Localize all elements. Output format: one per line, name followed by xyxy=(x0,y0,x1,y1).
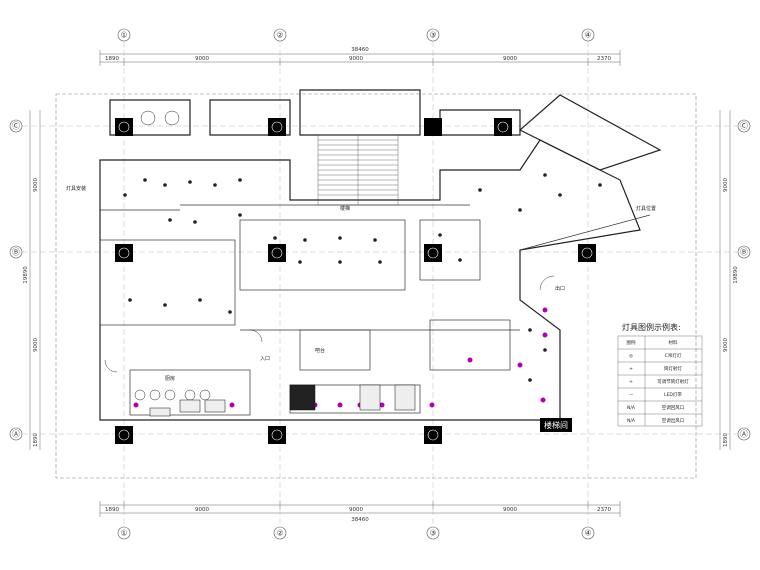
row-label-c: Ⓒ xyxy=(12,122,20,131)
legend-row-4-name: LED灯带 xyxy=(664,391,682,398)
col-label-4: ④ xyxy=(584,31,591,40)
col-label-4-bottom: ④ xyxy=(584,529,591,538)
legend-row-5-symbol: N/A xyxy=(627,405,636,411)
dim-right-total: 19890 xyxy=(733,266,739,284)
dim-top-seg-4: 9000 xyxy=(503,56,517,62)
col-label-1: ① xyxy=(120,31,127,40)
round-fixtures xyxy=(134,110,211,401)
dim-top-seg-5: 2370 xyxy=(597,56,611,62)
row-label-c-right: Ⓒ xyxy=(740,122,748,131)
row-label-a-right: Ⓐ xyxy=(740,430,748,439)
col-label-2: ② xyxy=(276,31,283,40)
legend-row-1-name: C吊灯灯 xyxy=(665,352,682,359)
dim-bottom-seg-2: 9000 xyxy=(195,507,209,513)
dim-left-seg-1: 9000 xyxy=(33,178,39,192)
legend-title: 灯具图例示例表: xyxy=(622,322,681,332)
room-label-exit: 出口 xyxy=(555,285,565,292)
site-boundary xyxy=(55,93,697,479)
magenta-markers xyxy=(133,307,548,408)
dim-top-total: 38460 xyxy=(351,47,369,53)
stairs xyxy=(317,134,399,206)
col-label-1-bottom: ① xyxy=(120,529,127,538)
legend-row-5-name: 空调回风口 xyxy=(662,404,685,411)
dim-bottom-seg-4: 9000 xyxy=(503,507,517,513)
legend-row-3-name: 可调节筒灯射灯 xyxy=(657,378,689,385)
dim-top-seg-3: 9000 xyxy=(349,56,363,62)
annotation-side-note: 灯具安装 xyxy=(66,185,86,192)
row-label-b: Ⓑ xyxy=(12,248,20,257)
row-label-a: Ⓐ xyxy=(12,430,20,439)
dim-right-seg-1: 9000 xyxy=(723,178,729,192)
legend-row-2-symbol: + xyxy=(629,366,633,372)
downlights xyxy=(123,173,602,382)
row-label-b-right: Ⓑ xyxy=(740,248,748,257)
dim-top-seg-2: 9000 xyxy=(195,56,209,62)
col-label-2-bottom: ② xyxy=(276,529,283,538)
dim-top-seg-1: 1890 xyxy=(105,56,119,62)
col-label-3-bottom: ③ xyxy=(429,529,436,538)
dim-bottom-seg-1: 1890 xyxy=(105,507,119,513)
dim-right-seg-2: 9000 xyxy=(723,338,729,352)
legend-row-3-symbol: + xyxy=(629,379,633,385)
interior-partitions xyxy=(99,204,651,416)
legend-row-1-symbol: ◎ xyxy=(629,354,633,359)
structural-columns xyxy=(115,118,596,444)
dim-left-seg-3: 1890 xyxy=(33,433,39,447)
legend-header-name: 材料 xyxy=(669,339,678,346)
grid-columns-top xyxy=(9,28,751,540)
dim-bottom-seg-5: 2370 xyxy=(597,507,611,513)
dim-left-total: 19890 xyxy=(23,266,29,284)
legend-row-2-name: 筒灯射灯 xyxy=(664,365,682,372)
building-walls xyxy=(99,89,662,421)
legend-row-4-symbol: — xyxy=(629,393,634,398)
room-label-bar: 吧台 xyxy=(315,347,325,354)
legend-header-symbol: 图例 xyxy=(627,339,636,346)
dim-right-seg-3: 1890 xyxy=(723,433,729,447)
column-rings xyxy=(118,121,593,441)
legend-row-6-name: 空调出风口 xyxy=(662,417,685,424)
grid-lines xyxy=(22,41,738,527)
stamp-box xyxy=(540,418,572,432)
room-label-entrance: 入口 xyxy=(260,356,270,362)
legend: 灯具图例示例表: 图例 材料 ◎ C吊灯灯 + 筒灯射灯 + 可调节筒灯射灯 —… xyxy=(617,322,703,427)
dimension-lines xyxy=(29,50,731,517)
dim-bottom-total: 38460 xyxy=(351,517,369,523)
kitchen-equipment xyxy=(149,384,416,417)
room-label-stairs: 楼梯 xyxy=(340,205,350,212)
dim-bottom-seg-3: 9000 xyxy=(349,507,363,513)
annotation-ceiling-note: 灯具位置 xyxy=(636,205,656,212)
col-label-3: ③ xyxy=(429,31,436,40)
door-swings xyxy=(104,275,555,373)
legend-row-6-symbol: N/A xyxy=(627,418,636,424)
stamp-text: 楼梯间 xyxy=(544,420,568,430)
room-label-kitchen: 厨房 xyxy=(165,375,175,382)
dim-left-seg-2: 9000 xyxy=(33,338,39,352)
